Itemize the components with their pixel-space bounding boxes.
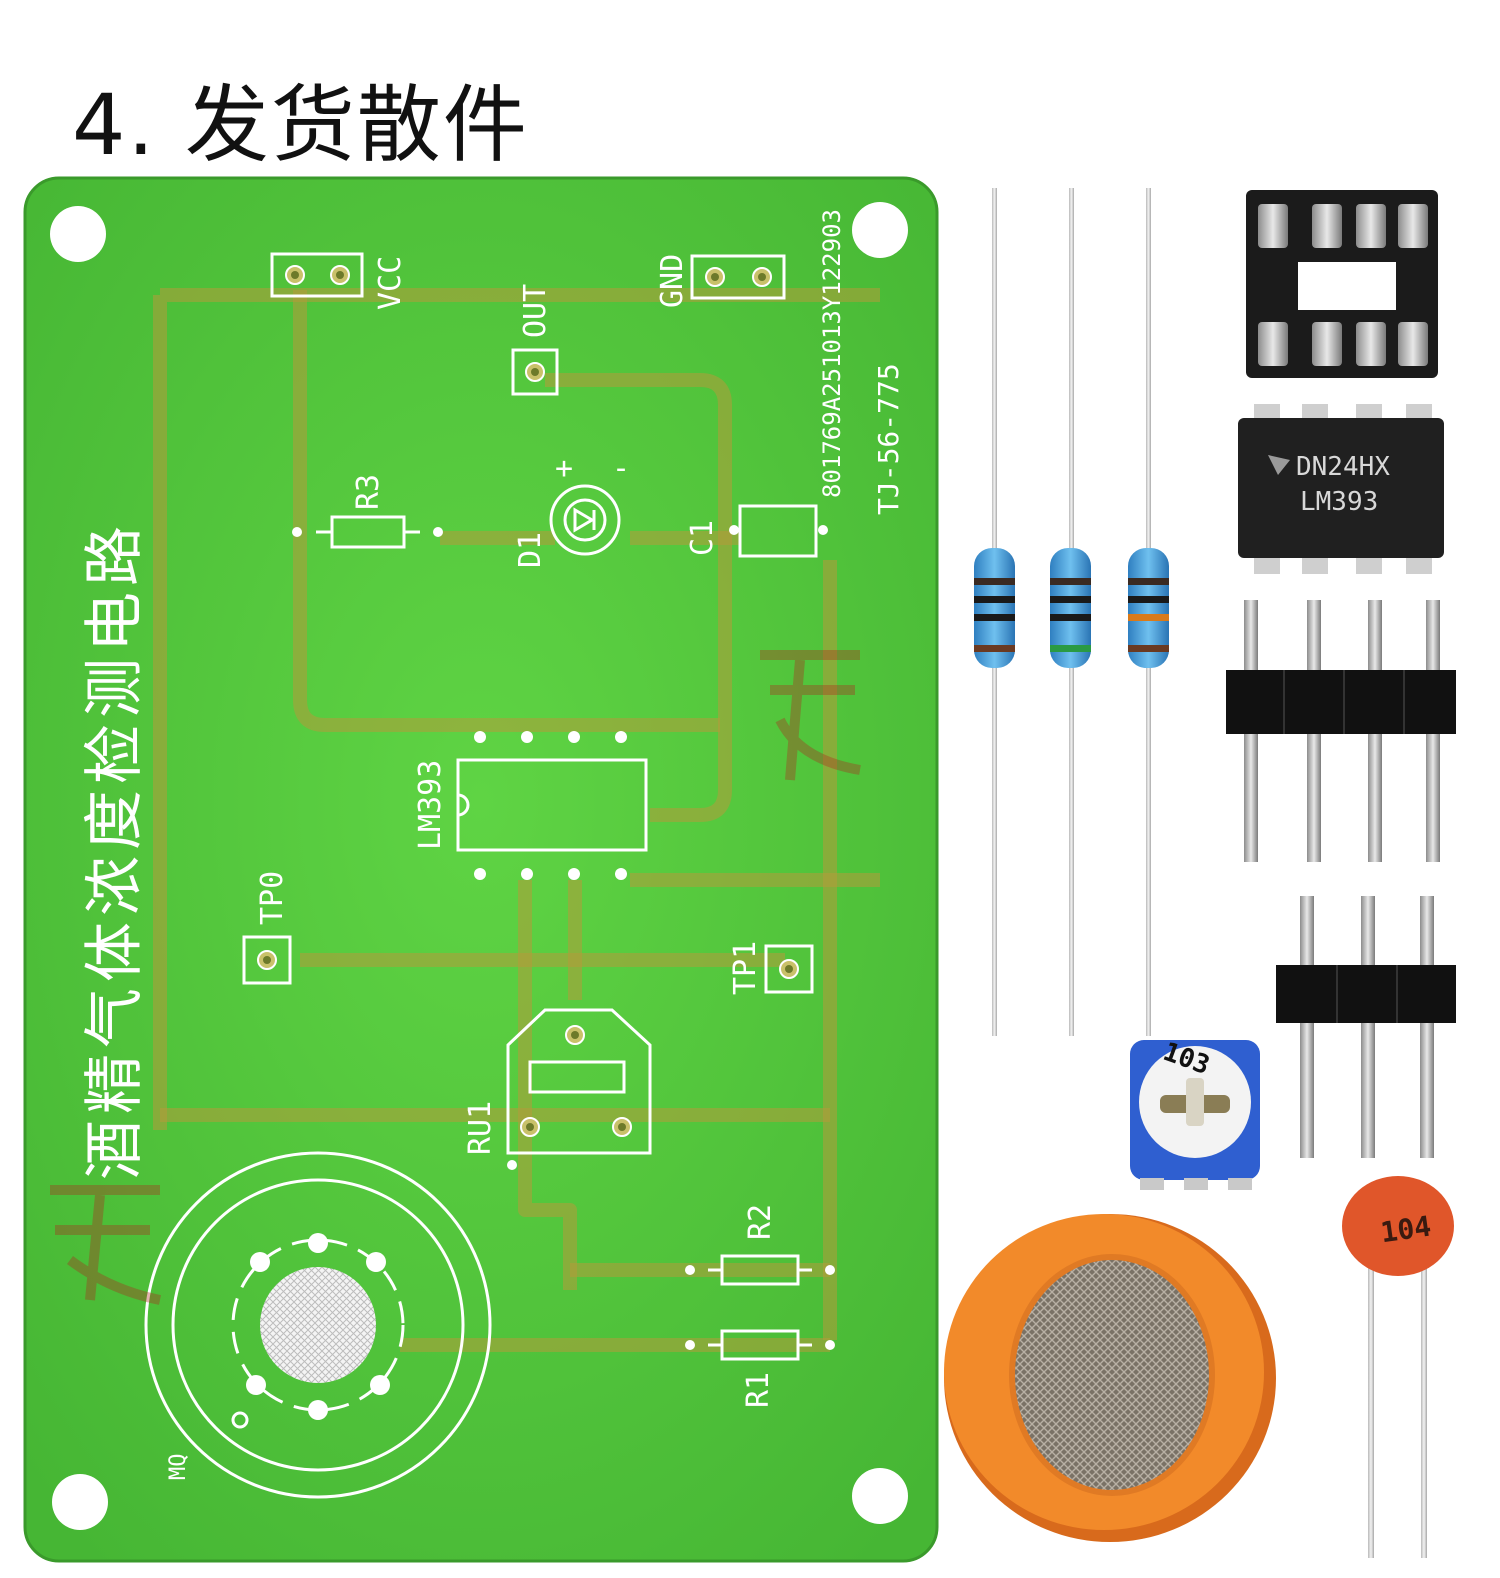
led-plus-label: + xyxy=(555,451,573,486)
r2-footprint: R2 xyxy=(685,1204,835,1286)
tp1-label: TP1 xyxy=(728,941,763,995)
gas-sensor xyxy=(944,1214,1276,1542)
c1-footprint: C1 xyxy=(685,504,828,558)
resistor-2 xyxy=(1050,188,1091,1036)
resistor-1 xyxy=(974,188,1015,1036)
ru1-label: RU1 xyxy=(463,1101,498,1155)
pin-header-4 xyxy=(1226,600,1456,862)
ic-bottom-pins xyxy=(474,868,627,880)
gnd-label: GND xyxy=(655,254,690,308)
ic-socket xyxy=(1246,190,1438,378)
out-label: OUT xyxy=(518,284,553,338)
c1-label: C1 xyxy=(685,520,720,556)
chip-marking-2: LM393 xyxy=(1300,487,1378,517)
page-title: 4. 发货散件 xyxy=(72,76,529,174)
mq-footprint: MQ xyxy=(144,1151,492,1499)
r2-label: R2 xyxy=(743,1204,778,1240)
mq-label: MQ xyxy=(166,1454,191,1481)
trimmer-potentiometer: 103 xyxy=(1130,1037,1260,1190)
cap-code: 104 xyxy=(1379,1210,1434,1250)
ic-top-pins xyxy=(474,731,627,743)
chip-marking-1: DN24HX xyxy=(1296,452,1390,482)
ceramic-capacitor: 104 xyxy=(1342,1176,1454,1558)
r3-label: R3 xyxy=(351,474,386,510)
resistor-3 xyxy=(1128,188,1169,1036)
r3-footprint: R3 xyxy=(292,474,443,549)
gnd-header: GND xyxy=(655,254,786,308)
out-pad: OUT xyxy=(511,284,559,396)
ic-label: LM393 xyxy=(413,760,448,850)
vcc-header: VCC xyxy=(270,252,408,310)
d1-footprint: + - D1 xyxy=(513,451,630,568)
serial-label: 801769A251013Y122903 xyxy=(818,209,846,498)
ru1-footprint: RU1 xyxy=(463,1008,652,1170)
model-label: TJ-56-775 xyxy=(872,363,905,515)
board-title: 酒精气体浓度检测电路 xyxy=(80,520,150,1180)
watermark xyxy=(50,650,861,1305)
pcb-board: VCC GND OUT R3 + - xyxy=(23,176,939,1563)
led-minus-label: - xyxy=(612,451,630,486)
tp0-pad: TP0 xyxy=(242,871,292,985)
copper-traces xyxy=(153,288,880,1352)
lm393-chip: DN24HX LM393 xyxy=(1238,404,1444,574)
tp1-pad: TP1 xyxy=(728,941,814,995)
tp0-label: TP0 xyxy=(255,871,290,925)
r1-label: R1 xyxy=(741,1372,776,1408)
ic-footprint: LM393 xyxy=(413,731,648,880)
d1-label: D1 xyxy=(513,532,548,568)
vcc-label: VCC xyxy=(373,256,408,310)
r1-footprint: R1 xyxy=(685,1329,835,1408)
pin-header-3 xyxy=(1276,896,1456,1158)
